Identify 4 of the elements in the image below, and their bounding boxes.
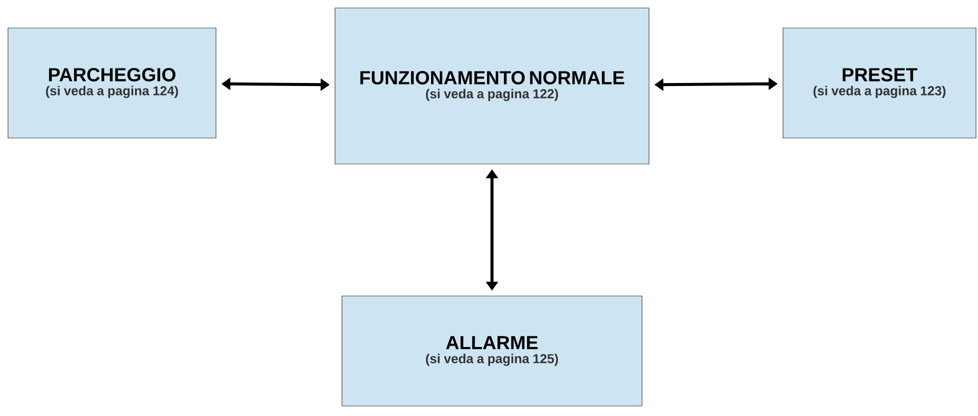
mode-box: FUNZIONAMENTO NORMALE (si veda a pagina 122): [334, 8, 650, 164]
mode-box: PARCHEGGIO (si veda a pagina 124): [8, 28, 216, 138]
mode-box: PRESET (si veda a pagina 123): [782, 28, 976, 138]
mode-box: ALLARME (si veda a pagina 125): [342, 296, 642, 406]
